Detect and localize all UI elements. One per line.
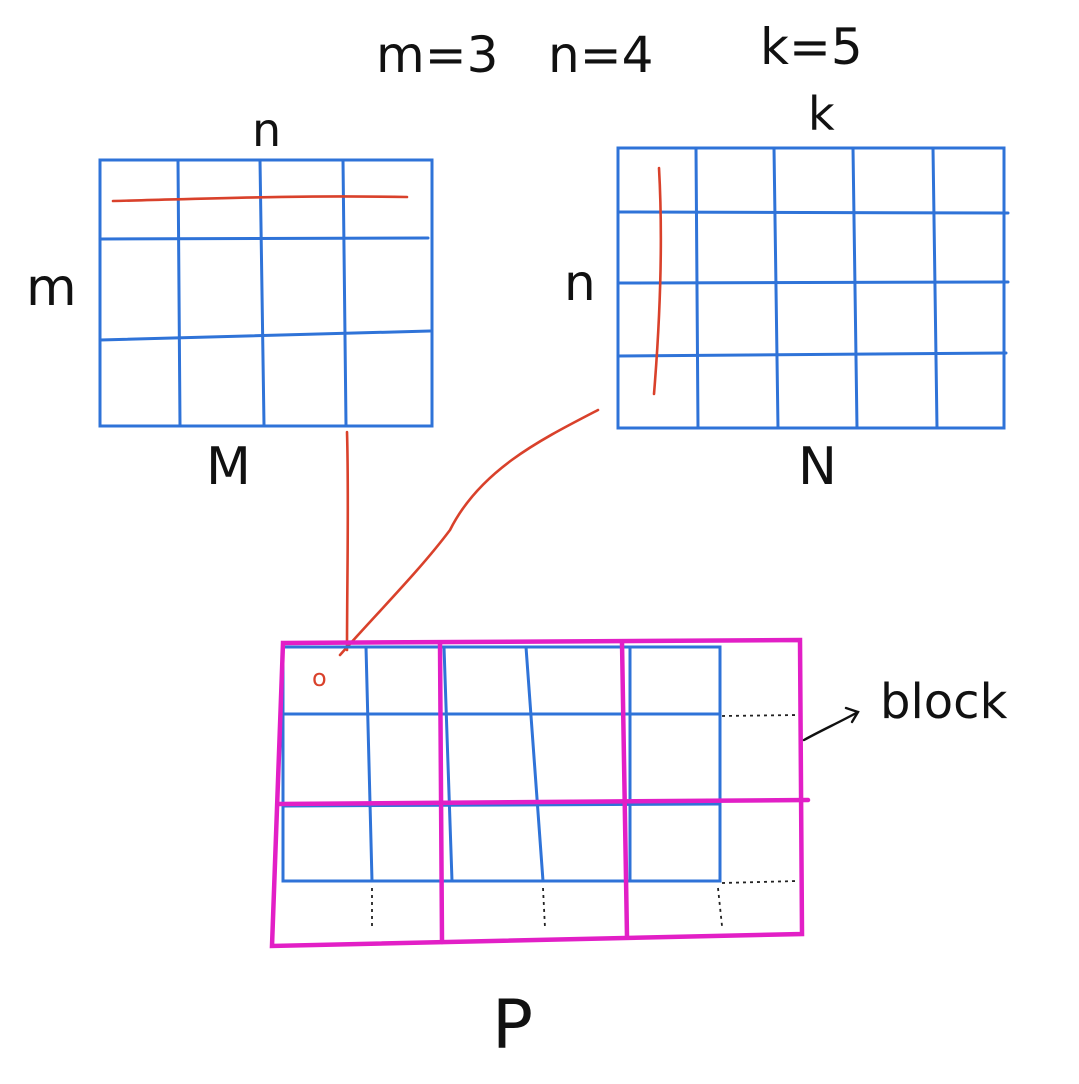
connector-n-to-p (338, 408, 600, 657)
matrix-p-inner-row-line (281, 802, 722, 808)
matrix-p-inner-col-line (442, 645, 454, 883)
matrix-n-col-line (851, 146, 859, 430)
matrix-n-row-line (616, 351, 1008, 358)
n-equation: n=4 (548, 26, 653, 84)
matrix-m-col-line (176, 158, 182, 427)
matrix-m-row-highlight (111, 195, 409, 203)
matrix-p-name: P (492, 986, 533, 1065)
matrix-m-col-line (341, 158, 348, 427)
matrix-p-block-row-line (275, 797, 811, 807)
matrix-n-top-label: k (808, 87, 835, 141)
k-equation: k=5 (760, 18, 863, 76)
matrix-p (269, 637, 811, 949)
matrix-m-name: M (206, 437, 251, 497)
matrix-m (98, 158, 434, 428)
matrix-m-border (98, 158, 434, 428)
matrix-n-side-label: n (564, 254, 596, 312)
matrix-m-side-label: m (26, 258, 77, 318)
matrix-n-row-line (616, 210, 1010, 215)
matrix-p-block-col-line (437, 640, 445, 945)
m-equation: m=3 (376, 26, 498, 84)
matrix-p-inner-col-line (524, 645, 545, 883)
connector-m-to-p (345, 430, 350, 652)
matrix-p-dashed-line (721, 880, 799, 884)
matrix-p-dashed-line (717, 887, 723, 927)
block-pointer-arrow (802, 706, 860, 742)
matrix-n-border (616, 146, 1006, 430)
matrix-p-block-border (269, 637, 805, 949)
matrix-m-col-line (258, 158, 266, 427)
matrix-m-row-line (98, 236, 430, 241)
matrix-m-top-label: n (252, 103, 281, 157)
matrix-n-name: N (798, 437, 837, 497)
block-label: block (880, 674, 1008, 730)
matrix-n-column-highlight (652, 166, 663, 396)
matrix-p-inner-col-line (364, 645, 374, 883)
matrix-p-dashed-line (542, 887, 546, 929)
matrix-n-row-line (616, 280, 1010, 285)
matrix-n (616, 146, 1010, 430)
matrix-n-col-line (772, 146, 780, 430)
matrix-p-dashed-line (721, 714, 799, 717)
matrix-p-inner-border (281, 645, 722, 883)
matrix-n-col-line (931, 146, 939, 430)
matrix-p-block-col-line (619, 639, 630, 940)
matrix-n-col-line (694, 146, 700, 430)
matrix-m-row-line (98, 329, 432, 342)
matrix-p-marked-cell: o (312, 664, 327, 692)
